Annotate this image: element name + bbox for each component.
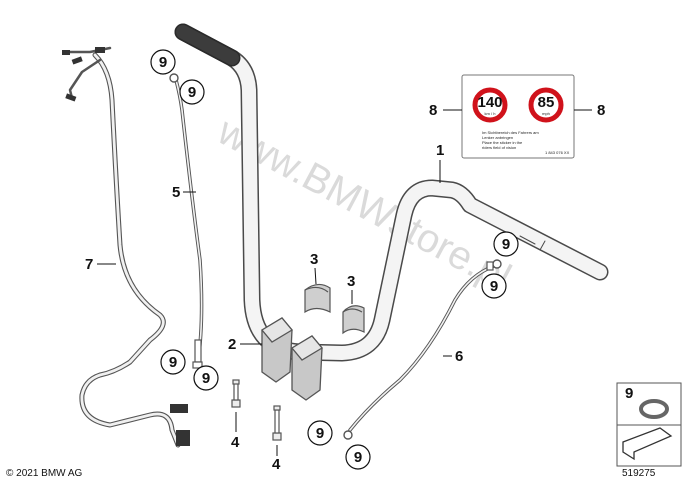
svg-text:9: 9: [169, 354, 177, 371]
arrow-icon: [622, 427, 673, 461]
handlebar: [174, 23, 609, 362]
callout-circle: 9: [493, 231, 519, 257]
part-label-8b: 8: [597, 102, 605, 119]
legend-number: 9: [625, 385, 633, 402]
part-label-6: 6: [455, 348, 463, 365]
diagram-number: 519275: [622, 468, 656, 479]
part-label-1: 1: [436, 142, 444, 159]
sticker-8: 140 km / h 85 mph Im Sichtbereich des Fa…: [461, 74, 575, 159]
brake-line-5: [169, 73, 204, 369]
leader-lines: [97, 109, 592, 456]
callout-circle: 9: [150, 49, 176, 75]
speed-value-left: 140: [477, 94, 502, 111]
sticker-line-3: Place the sticker in the: [482, 140, 523, 145]
speed-unit-left: km / h: [485, 111, 496, 116]
copyright: © 2021 BMW AG: [6, 468, 83, 479]
svg-text:9: 9: [188, 84, 196, 101]
part-numbers: 1 2 3 3 4 4 5 6 7 8 8: [85, 102, 605, 473]
speed-value-right: 85: [538, 94, 555, 111]
svg-text:9: 9: [316, 425, 324, 442]
callout-circle: 9: [481, 273, 507, 299]
part-label-3b: 3: [347, 273, 355, 290]
svg-text:9: 9: [202, 370, 210, 387]
risers-2: [261, 317, 323, 401]
speed-sign-left: [472, 87, 508, 123]
callout-circle: 9: [193, 365, 219, 391]
callout-circle: 9: [160, 349, 186, 375]
wiring-harness-7: [62, 46, 190, 448]
part-label-3a: 3: [310, 251, 318, 268]
bolts-4: [231, 379, 282, 441]
sticker-line-1: Im Sichtbereich des Fahrers am: [482, 130, 539, 135]
callout-circle: 9: [345, 444, 371, 470]
callouts-9: 9 9 9 9 9 9 9 9: [150, 49, 519, 470]
svg-text:9: 9: [502, 236, 510, 253]
part-label-4a: 4: [231, 434, 240, 451]
speed-unit-right: mph: [542, 111, 550, 116]
sticker-line-4: riders field of vision: [482, 145, 516, 150]
part-label-5: 5: [172, 184, 180, 201]
svg-text:9: 9: [354, 449, 362, 466]
o-ring-icon: [639, 399, 669, 419]
sticker-line-2: Lenker anbringen: [482, 135, 513, 140]
part-label-2: 2: [228, 336, 236, 353]
clamp-shells-3: [304, 283, 365, 335]
svg-text:9: 9: [490, 278, 498, 295]
part-label-7: 7: [85, 256, 93, 273]
speed-sign-right: [528, 87, 564, 123]
part-label-8a: 8: [429, 102, 437, 119]
sticker-code: 1 843 076 XX: [545, 150, 570, 155]
callout-circle: 9: [307, 420, 333, 446]
svg-text:9: 9: [159, 54, 167, 71]
legend-box: 9 519275: [616, 382, 682, 479]
callout-circle: 9: [179, 79, 205, 105]
brake-line-6: [343, 259, 502, 440]
part-label-4b: 4: [272, 456, 281, 473]
